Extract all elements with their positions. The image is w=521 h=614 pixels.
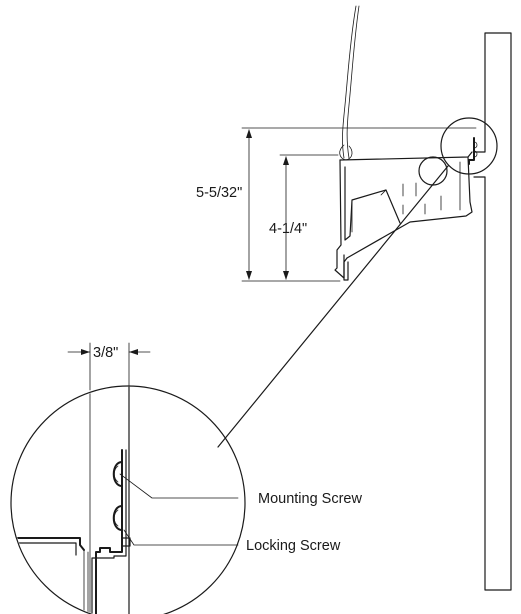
detail-leader-line [217,165,449,448]
detail-fixture-edge [12,537,85,551]
locking-screw-head [112,505,123,531]
mounting-screw-leader [119,473,239,499]
mounting-screw-slot [113,465,119,483]
mounting-screw-label: Mounting Screw [258,491,362,507]
dim-body-height-label: 4-1/4" [269,221,307,237]
dim-arrow-body-bottom [283,271,289,280]
locking-screw-label: Locking Screw [246,538,341,554]
mount-clip-small [468,137,475,165]
dim-arrow-total-top [246,129,252,138]
dim-arrow-body-top [283,156,289,165]
knockout-circle [418,156,448,186]
detail-content [12,387,131,614]
fixture-side-bracket [351,189,387,233]
fixture-side-panel [344,166,401,241]
detail-magnified-circle [10,385,246,614]
locking-screw-leader [123,529,239,546]
dim-total-height-label: 5-5/32" [196,185,242,201]
fixture-bracket-foot [343,254,349,281]
mount-screws-small [473,141,478,158]
detail-reference-circle [440,117,498,175]
dim-offset-arrow-left [81,349,90,355]
locking-screw-slot [113,509,119,527]
wall-panel-outline [473,32,512,591]
wire-twist [339,144,353,161]
hanging-wire [342,5,357,159]
dim-arrow-total-bottom [246,271,252,280]
detail-bracket [95,449,123,614]
detail-fixture-lip [12,542,77,556]
dim-offset-arrow-right [129,349,138,355]
detail-bracket-fold [83,549,89,614]
dim-offset-label: 3/8" [93,345,118,361]
mounting-screw-head [112,461,123,487]
detail-clip-tab [121,537,131,547]
fixture-top-edge [339,151,473,161]
fixture-front-wall [346,156,473,259]
hanging-wire-strand [346,5,360,159]
